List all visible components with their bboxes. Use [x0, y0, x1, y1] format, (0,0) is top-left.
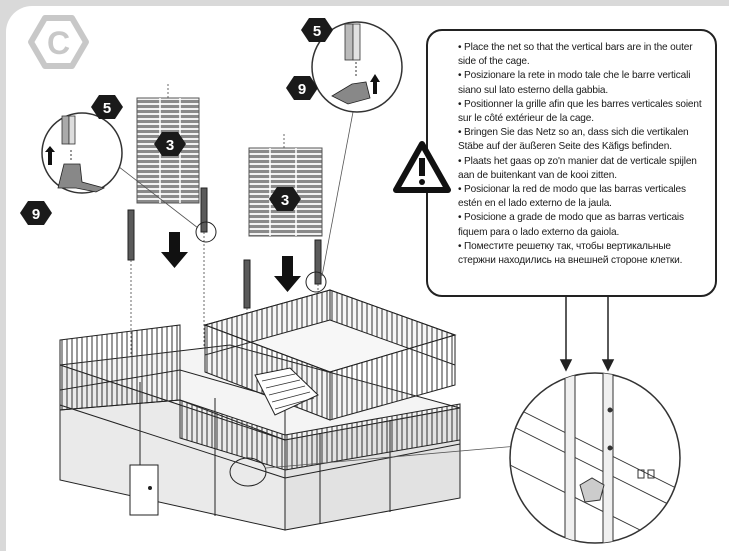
instruction-pt: • Posicione a grade de modo que as barra…	[458, 212, 684, 238]
instruction-note-box: • Place the net so that the vertical bar…	[426, 29, 717, 297]
detail-circle-top-right	[311, 21, 403, 113]
detail-circle-left	[41, 112, 123, 194]
instruction-fr: • Positionner la grille afin que les bar…	[458, 98, 702, 125]
badge-base-left: 9	[20, 201, 52, 225]
cage	[59, 221, 461, 531]
instruction-nl: • Plaats het gaas op zo'n manier dat de …	[458, 155, 697, 181]
detail-circle-bottom-right	[509, 372, 681, 544]
leader-lines	[109, 111, 519, 469]
instruction-de: • Bringen Sie das Netz so an, dass sich …	[458, 127, 689, 153]
svg-text:3: 3	[166, 137, 174, 154]
note-pointers	[559, 297, 615, 372]
warning-icon	[393, 141, 451, 193]
step-letter: C	[47, 25, 70, 61]
badge-net-left: 3	[154, 132, 186, 156]
svg-text:5: 5	[103, 100, 111, 117]
net-panel-left	[136, 97, 200, 204]
step-c-logo: C	[28, 15, 89, 69]
badge-bar-top-right: 5	[301, 18, 333, 42]
instruction-ru: • Поместите решетку так, чтобы вертикаль…	[458, 240, 683, 267]
down-arrows	[161, 232, 301, 292]
instruction-es: • Posicionar la red de modo que las barr…	[458, 184, 686, 210]
svg-text:5: 5	[313, 23, 321, 40]
svg-text:9: 9	[298, 81, 306, 98]
instruction-it: • Posizionare la rete in modo tale che l…	[458, 70, 691, 96]
badge-net-right: 3	[269, 187, 301, 211]
svg-text:9: 9	[32, 206, 40, 223]
svg-text:3: 3	[281, 192, 289, 209]
badge-base-top-right: 9	[286, 76, 318, 100]
badge-bar-left: 5	[91, 95, 123, 119]
instruction-en: • Place the net so that the vertical bar…	[458, 42, 693, 68]
